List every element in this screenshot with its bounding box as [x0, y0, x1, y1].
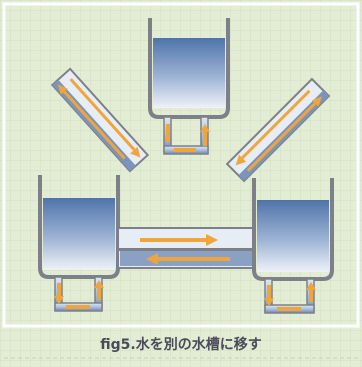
- right-tank: [252, 178, 334, 314]
- left-siphon-arrows: [54, 280, 104, 309]
- horizontal-tube: [117, 227, 255, 269]
- left-tilted-tube: [50, 67, 150, 173]
- figure-caption: fig5.水を別の水槽に移す: [100, 337, 262, 353]
- top-siphon-arrows: [165, 124, 210, 152]
- right-siphon-arrows: [264, 282, 316, 311]
- right-tilted-tube: [225, 77, 331, 183]
- top-tank: [148, 18, 230, 155]
- left-tank: [38, 175, 120, 312]
